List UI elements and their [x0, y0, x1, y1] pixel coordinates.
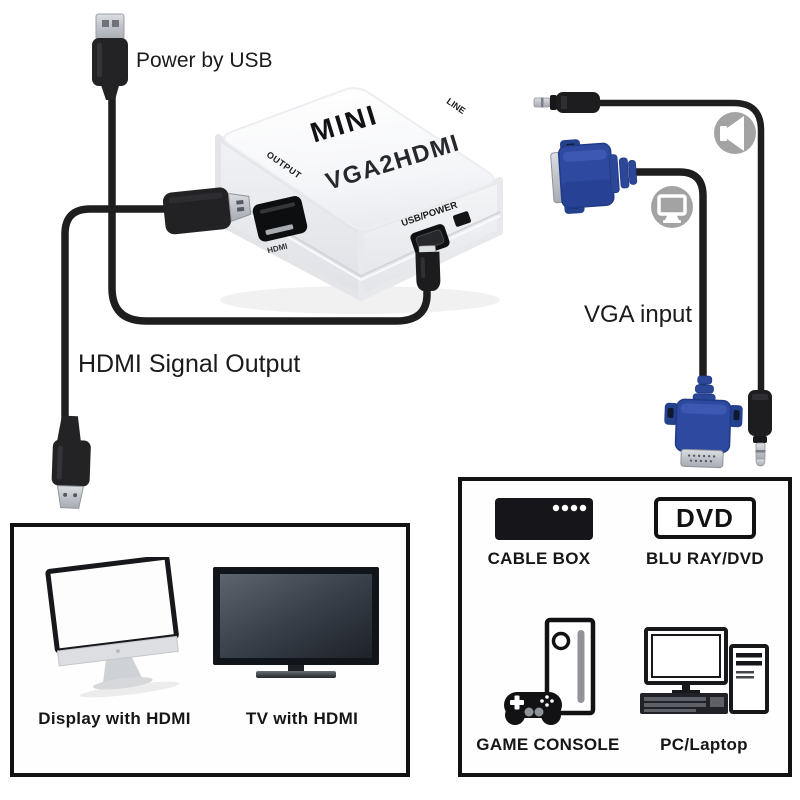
pc-laptop-icon	[640, 627, 769, 714]
display-with-hdmi-label: Display with HDMI	[38, 709, 191, 728]
hdmi-devices-panel: Display with HDMI TV with HDMI	[10, 523, 410, 777]
cable-box-icon	[495, 498, 593, 540]
vga-connector-lower	[664, 375, 743, 469]
bluray-dvd-label: BLU RAY/DVD	[646, 549, 764, 568]
usb-a-connector	[92, 13, 128, 100]
pc-laptop-label: PC/Laptop	[660, 735, 748, 754]
audio-jack-lower	[748, 390, 772, 467]
audio-jack-upper	[533, 92, 600, 113]
monitor-icon	[651, 186, 693, 228]
hdmi-cable	[61, 205, 176, 428]
dvd-logo: DVD	[654, 497, 756, 539]
dvd-logo-text: DVD	[676, 502, 734, 533]
cable-box-label: CABLE BOX	[487, 549, 591, 568]
hdmi-port	[252, 196, 308, 242]
hdmi-signal-output-label: HDMI Signal Output	[78, 350, 301, 378]
hdmi-plug-at-box	[162, 187, 252, 235]
mode-switch	[453, 211, 471, 227]
tv-with-hdmi-icon	[213, 567, 379, 678]
vga-input-label: VGA input	[584, 301, 693, 328]
line-port-label: LINE	[445, 96, 468, 116]
vga-connector-upper	[550, 139, 638, 214]
converter-box: MINI VGA2HDMI OUTPUT LINE USB/POWER HDMI	[215, 87, 503, 301]
display-with-hdmi-icon	[45, 557, 180, 698]
source-devices-panel: DVD CABLE BOX BLU RAY/DVD	[458, 477, 792, 777]
power-by-usb-label: Power by USB	[136, 49, 273, 72]
audio-cable	[596, 99, 765, 396]
mini-usb-plug	[415, 245, 441, 292]
speaker-icon	[714, 112, 756, 154]
game-console-label: GAME CONSOLE	[476, 735, 620, 754]
vga-cable	[630, 168, 707, 390]
hdmi-plug-output	[51, 415, 91, 509]
box-top-face	[223, 87, 495, 230]
game-console-icon	[504, 617, 596, 725]
usb-power-cable	[108, 93, 431, 325]
tv-with-hdmi-label: TV with HDMI	[245, 709, 359, 728]
